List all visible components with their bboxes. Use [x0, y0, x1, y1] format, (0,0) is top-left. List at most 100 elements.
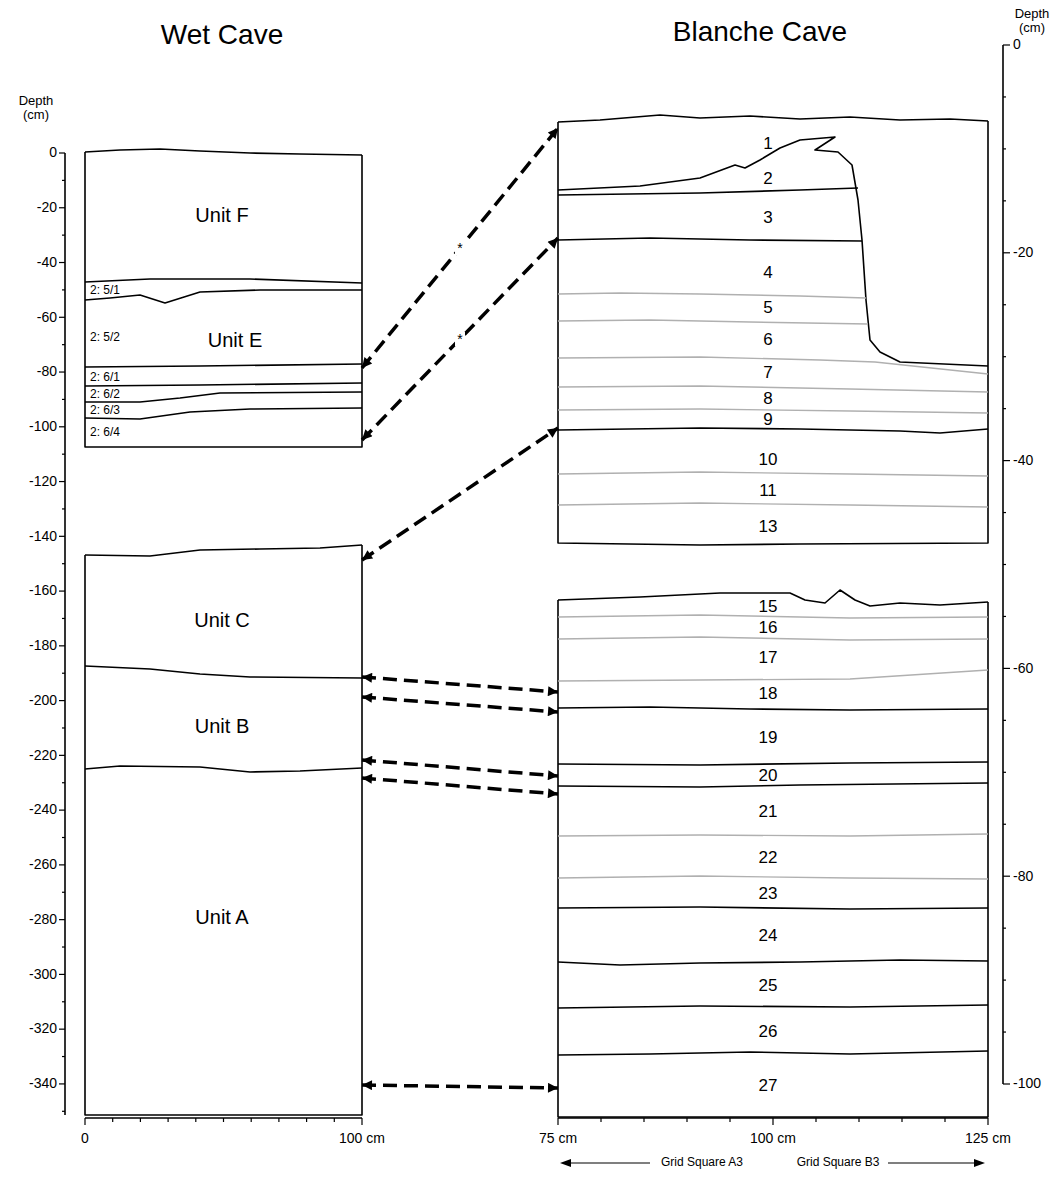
correlation-arrow	[362, 128, 558, 368]
axis-value: 0	[49, 145, 57, 160]
layer-boundary	[558, 783, 988, 787]
layer-boundary	[558, 707, 988, 710]
axis-tick	[278, 1118, 279, 1122]
layer-number: 11	[759, 482, 777, 499]
axis-value: -120	[29, 474, 57, 489]
axis-tick	[600, 1118, 601, 1122]
axis-value: -60	[1013, 661, 1033, 676]
layer-number: 3	[763, 209, 772, 226]
axis-tick	[772, 1118, 773, 1125]
axis-tick	[1003, 616, 1006, 617]
layer-number: 25	[759, 977, 778, 994]
axis-tick	[62, 508, 65, 509]
axis-tick	[84, 1118, 85, 1125]
layer-number: 26	[759, 1023, 778, 1040]
axis-tick	[59, 481, 65, 482]
axis-tick	[62, 837, 65, 838]
sample-label: 2: 6/2	[90, 388, 120, 400]
axis-tick	[59, 590, 65, 591]
axis-value: 100 cm	[339, 1131, 385, 1146]
layer-number: 21	[759, 803, 778, 820]
axis-tick	[334, 1118, 335, 1122]
axis-tick	[62, 1056, 65, 1057]
layer-boundary	[558, 188, 858, 195]
axis-value: -40	[37, 255, 57, 270]
axis-value: 0	[81, 1131, 89, 1146]
layer-boundary	[85, 279, 362, 283]
section-outline	[558, 600, 988, 1117]
layer-number: 17	[759, 649, 778, 666]
axis-tick	[944, 1118, 945, 1122]
axis-tick	[62, 1111, 65, 1112]
axis-value: -280	[29, 912, 57, 927]
sample-label: 2: 6/3	[90, 404, 120, 416]
axis-value: -340	[29, 1076, 57, 1091]
unit-label: Unit C	[194, 610, 250, 630]
grid-arrow	[888, 1162, 975, 1163]
axis-tick	[1003, 928, 1006, 929]
axis-value: -260	[29, 857, 57, 872]
unit-label: Unit F	[195, 205, 248, 225]
grid-label: Grid Square B3	[797, 1156, 880, 1169]
axis-tick	[62, 180, 65, 181]
layer-boundary	[85, 383, 362, 386]
axis-tick	[59, 426, 65, 427]
axis-tick	[306, 1118, 307, 1122]
layer-number: 23	[759, 885, 778, 902]
layer-boundary	[85, 290, 362, 303]
axis-value: -40	[1013, 453, 1033, 468]
axis-tick	[59, 810, 65, 811]
axis-tick	[112, 1118, 113, 1122]
axis-tick	[1003, 668, 1010, 669]
axis-value: -240	[29, 802, 57, 817]
depth-axis	[64, 153, 66, 1115]
axis-tick	[59, 919, 65, 920]
axis-tick	[59, 317, 65, 318]
axis-tick	[729, 1118, 730, 1122]
axis-tick	[195, 1118, 196, 1122]
layer-number: 18	[759, 685, 778, 702]
axis-tick	[1003, 512, 1006, 513]
layer-boundary	[558, 472, 988, 476]
layer-boundary	[558, 386, 988, 392]
axis-tick	[62, 289, 65, 290]
axis-tick	[1003, 979, 1006, 980]
axis-value: -20	[37, 200, 57, 215]
layer-boundary	[558, 357, 988, 374]
layer-boundary	[558, 834, 988, 836]
axis-value: -180	[29, 638, 57, 653]
layer-number: 16	[759, 619, 778, 636]
layer-number: 27	[759, 1077, 778, 1094]
axis-tick	[686, 1118, 687, 1122]
axis-tick	[62, 563, 65, 564]
section-outline	[558, 115, 988, 122]
section-outline	[85, 545, 362, 556]
axis-tick	[62, 235, 65, 236]
axis-tick	[62, 399, 65, 400]
correlation-arrow	[362, 428, 558, 560]
axis-tick	[59, 974, 65, 975]
unit-label: Unit E	[208, 330, 262, 350]
correlation-arrow	[362, 697, 558, 712]
layer-boundary	[85, 392, 362, 402]
layer-boundary	[85, 364, 362, 367]
axis-tick	[361, 1118, 362, 1125]
layer-number: 7	[763, 364, 772, 381]
axis-ticks	[59, 45, 1010, 1125]
panel-title: Wet Cave	[161, 20, 283, 51]
axis-tick	[1003, 824, 1006, 825]
unit-label: Unit B	[195, 716, 249, 736]
axis-tick	[59, 371, 65, 372]
axis-tick	[59, 864, 65, 865]
layer-boundary	[558, 960, 988, 965]
axis-tick	[643, 1118, 644, 1122]
correlation-arrow	[362, 778, 558, 794]
section-outline	[558, 121, 988, 545]
axis-tick	[1003, 1031, 1006, 1032]
layer-boundary	[558, 637, 988, 640]
stratigraphic-section: Unit CUnit BUnit A	[85, 540, 362, 1118]
axis-value: 125 cm	[965, 1131, 1011, 1146]
axis-value: -140	[29, 529, 57, 544]
axis-tick	[901, 1118, 902, 1122]
grid-arrowhead	[560, 1159, 571, 1167]
